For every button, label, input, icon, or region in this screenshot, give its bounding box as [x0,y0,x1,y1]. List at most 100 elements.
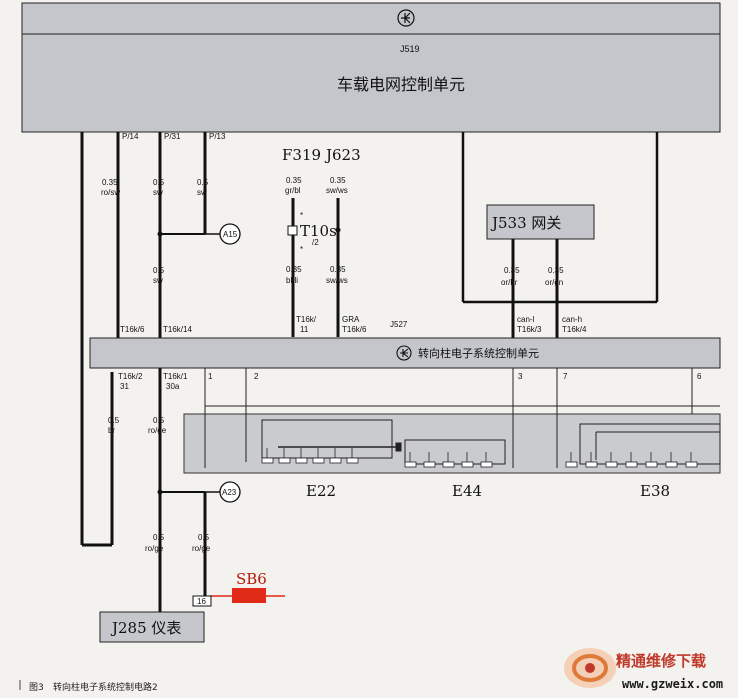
star-mark: * [300,211,303,220]
connector-t10s: T10s [300,222,337,240]
switch-contact [423,461,436,468]
wire-size: 0.5 [153,178,165,187]
switch-contact [261,457,274,464]
wire-size: 0.35 [102,178,118,187]
ground-symbol-icon [397,9,415,27]
connector-label: T16k/3 [517,325,542,334]
connector-label: GRA [342,315,360,324]
wire-size: 0.5 [197,178,209,187]
switch-contact [312,457,325,464]
switch-group-e38: E38 [640,482,670,500]
switch-contact [278,457,291,464]
wire-color: ro/sw [101,188,120,197]
caption-figure: 图3 [29,682,44,693]
pin-p13: P/13 [209,132,226,141]
connector-label: T16k/2 [118,372,143,381]
wire-color: ro/ge [145,544,164,553]
ground-symbol-icon [396,345,412,361]
pin-number: 3 [518,372,523,381]
star-mark: * [300,245,303,254]
switch-contact [346,457,359,464]
wire-size: 0.35 [504,266,520,275]
connector-label: can-l [517,315,535,324]
connector-label: T16k/14 [163,325,192,334]
gateway-j533 [486,204,595,240]
switch-contact [442,461,455,468]
connector-label: 11 [300,325,309,334]
wire-size: 0.35 [330,176,346,185]
j519-name: 车载电网控制单元 [337,75,465,94]
splice-a15-label: A15 [223,230,238,239]
pin-number: 6 [697,372,702,381]
pin-p14: P/14 [122,132,139,141]
wire-size: 0.5 [153,416,165,425]
wire-color: bl/li [286,276,298,285]
watermark-logo-icon [564,648,616,688]
connector-label: T16k/6 [120,325,145,334]
wire-color: or/gn [545,278,563,287]
wire-color: br [108,426,115,435]
connector-label: can-h [562,315,582,324]
wire-size: 0.35 [548,266,564,275]
wire-size: 0.35 [286,176,302,185]
wire-color: sw/ws [326,186,348,195]
switch-contact [565,461,578,468]
connector-label: 30a [166,382,180,391]
pin-number: 2 [254,372,259,381]
switch-contact [329,457,342,464]
wire-size: 0.5 [108,416,120,425]
connector-label: T16k/ [296,315,317,324]
switch-contact [404,461,417,468]
wire-color: ro/ge [148,426,167,435]
wire-color: ro/ge [192,544,211,553]
wire-size: 0.35 [330,265,346,274]
j519-code: J519 [400,44,420,54]
gateway-label: J533 网关 [490,214,561,232]
switch-contact [685,461,698,468]
component-j623: J623 [324,146,361,164]
j527-name: 转向柱电子系统控制单元 [418,346,539,360]
caption-title: 转向柱电子系统控制电路2 [53,681,158,693]
cluster-j285 [99,611,205,643]
component-f319: F319 [282,146,321,164]
wire-color: sw [197,188,207,197]
wire-size: 0.35 [286,265,302,274]
switch-contacts [261,448,698,468]
wire-color: sw [153,276,163,285]
connector-t10s-pin: /2 [312,238,319,247]
switch-group-e22: E22 [306,482,336,500]
watermark-url: www.gzweix.com [622,677,723,691]
module-j519 [21,2,721,133]
wire-color: sw [153,188,163,197]
fuse-pin: 16 [197,597,206,606]
wire-color: or/br [501,278,518,287]
switch-contact [665,461,678,468]
pin-number: 7 [563,372,568,381]
wire-size: 0.5 [198,533,210,542]
wire-size: 0.5 [153,533,165,542]
connector-label: T16k/4 [562,325,587,334]
j527-code: J527 [390,320,408,329]
wire-size: 0.5 [153,266,165,275]
splice-a23-label: A23 [222,488,237,497]
watermark-cn: 精通维修下载 [616,652,706,670]
switch-contact [480,461,493,468]
pin-p31: P/31 [164,132,181,141]
fuse-sb6 [232,588,266,603]
wire-color: sw/ws [326,276,348,285]
wire-color: gr/bl [285,186,301,195]
switch-contact [295,457,308,464]
connector-label: 31 [120,382,129,391]
switch-group-e44: E44 [452,482,482,500]
switch-contact [625,461,638,468]
connector-label: T16k/6 [342,325,367,334]
switch-contact [605,461,618,468]
switch-contact [645,461,658,468]
switch-contact [461,461,474,468]
pin-number: 1 [208,372,213,381]
fuse-label: SB6 [236,570,267,588]
switch-contact [585,461,598,468]
connector-label: T16k/1 [163,372,188,381]
